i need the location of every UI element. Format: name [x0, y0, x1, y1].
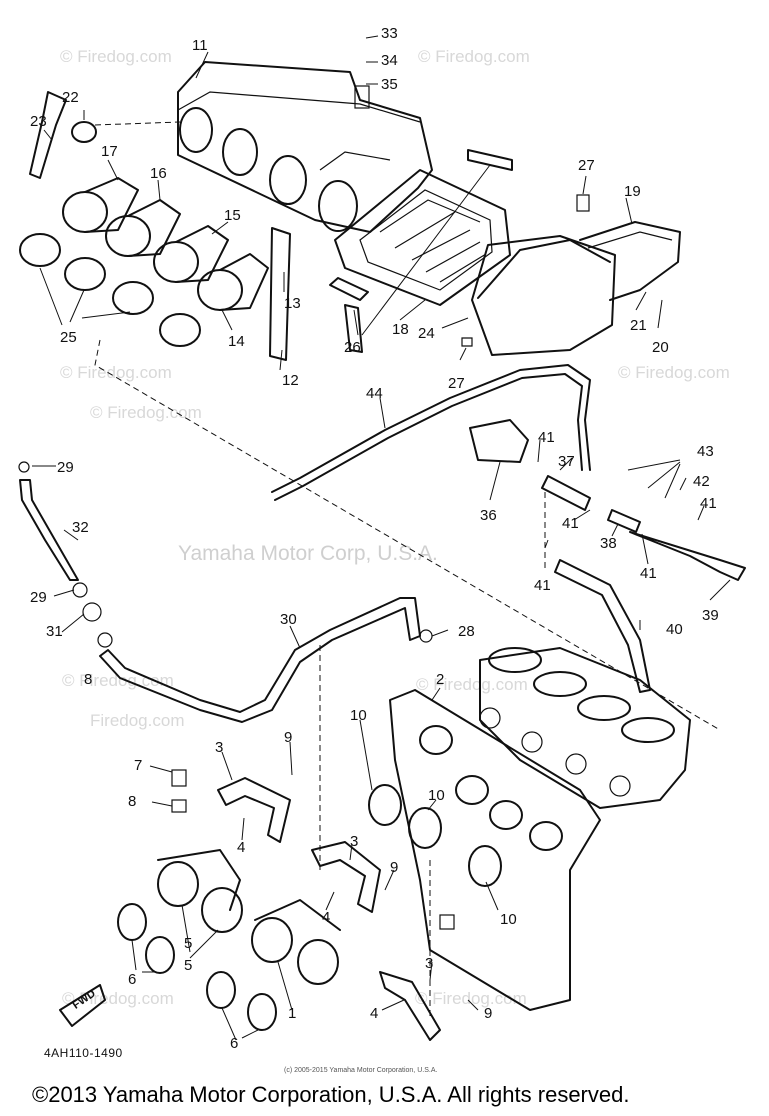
callout-41d: 41 [640, 565, 657, 582]
leader-lines [32, 35, 731, 1041]
callout-3: 3 [215, 739, 223, 756]
callout-35: 35 [381, 76, 398, 93]
callout-36: 36 [480, 507, 497, 524]
intake-boots [19, 91, 363, 361]
callout-22: 22 [62, 89, 79, 106]
callout-25: 25 [60, 329, 77, 346]
callout-4b: 4 [322, 909, 330, 926]
callout-9c: 9 [484, 1005, 492, 1022]
diagram-code: 4AH110-1490 [44, 1046, 123, 1060]
callout-32: 32 [72, 519, 89, 536]
callout-14: 14 [228, 333, 245, 350]
callout-9: 9 [284, 729, 292, 746]
callout-42: 42 [693, 473, 710, 490]
callout-17: 17 [101, 143, 118, 160]
callout-34: 34 [381, 52, 398, 69]
callout-8b: 8 [84, 671, 92, 688]
callout-29: 29 [57, 459, 74, 476]
callout-33: 33 [381, 25, 398, 42]
callout-41c: 41 [534, 577, 551, 594]
watermark: © Firedog.com [90, 403, 202, 422]
callout-41: 41 [538, 429, 555, 446]
intake-plate [117, 689, 601, 1041]
watermark: © Firedog.com [418, 47, 530, 66]
callout-4c: 4 [370, 1005, 378, 1022]
callout-10: 10 [350, 707, 367, 724]
callout-6: 6 [128, 971, 136, 988]
watermark: © Firedog.com [415, 989, 527, 1008]
callout-15: 15 [224, 207, 241, 224]
callout-38: 38 [600, 535, 617, 552]
callout-26: 26 [344, 339, 361, 356]
callout-27b: 27 [448, 375, 465, 392]
callout-3c: 3 [425, 955, 433, 972]
callout-12: 12 [282, 372, 299, 389]
callout-20: 20 [652, 339, 669, 356]
watermark: © Firedog.com [62, 671, 174, 690]
watermark: © Firedog.com [60, 47, 172, 66]
callout-28: 28 [458, 623, 475, 640]
watermark: © Firedog.com [60, 363, 172, 382]
watermark: © Firedog.com [618, 363, 730, 382]
callout-8: 8 [128, 793, 136, 810]
callout-37: 37 [558, 453, 575, 470]
watermark: © Firedog.com [62, 989, 174, 1008]
callout-41e: 41 [700, 495, 717, 512]
reference-lines [94, 121, 721, 1020]
callout-27: 27 [578, 157, 595, 174]
watermark: © Firedog.com [416, 675, 528, 694]
copyright-footer: ©2013 Yamaha Motor Corporation, U.S.A. A… [32, 1082, 630, 1107]
watermark-layer: © Firedog.com © Firedog.com © Firedog.co… [60, 47, 730, 1008]
callout-21: 21 [630, 317, 647, 334]
callout-24: 24 [418, 325, 435, 342]
air-box-assembly [177, 61, 681, 356]
callout-23: 23 [30, 113, 47, 130]
callout-5: 5 [184, 935, 192, 952]
callout-43: 43 [697, 443, 714, 460]
callout-19: 19 [624, 183, 641, 200]
callout-10c: 10 [500, 911, 517, 928]
callout-2: 2 [436, 671, 444, 688]
callout-40: 40 [666, 621, 683, 638]
credit-line: (c) 2005-2015 Yamaha Motor Corporation, … [284, 1067, 438, 1074]
callout-9b: 9 [390, 859, 398, 876]
callout-3b: 3 [350, 833, 358, 850]
callout-16: 16 [150, 165, 167, 182]
callout-41b: 41 [562, 515, 579, 532]
callout-1: 1 [288, 1005, 296, 1022]
hose-assembly [18, 364, 746, 723]
watermark-company: Yamaha Motor Corp, U.S.A. [178, 542, 438, 565]
callout-31: 31 [46, 623, 63, 640]
callout-44: 44 [366, 385, 383, 402]
callout-10b: 10 [428, 787, 445, 804]
callout-39: 39 [702, 607, 719, 624]
callout-13: 13 [284, 295, 301, 312]
callout-30: 30 [280, 611, 297, 628]
callout-18: 18 [392, 321, 409, 338]
watermark: Firedog.com [90, 711, 184, 730]
callout-7: 7 [134, 757, 142, 774]
callout-29b: 29 [30, 589, 47, 606]
callout-4: 4 [237, 839, 245, 856]
callout-6b: 6 [230, 1035, 238, 1052]
carburetor-assembly [479, 647, 691, 809]
callout-labels: 11 33 34 35 22 23 17 16 15 25 14 13 12 2… [30, 25, 719, 1052]
callout-11: 11 [192, 37, 208, 54]
callout-5b: 5 [184, 957, 192, 974]
